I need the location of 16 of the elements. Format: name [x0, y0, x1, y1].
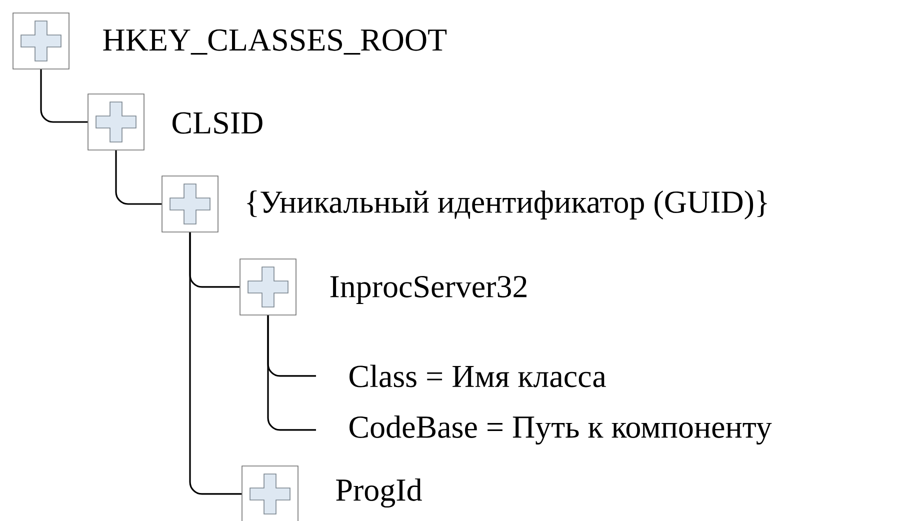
expand-button — [12, 12, 70, 70]
key-name: InprocServer32 — [330, 276, 526, 304]
key-name: ProgId — [336, 478, 422, 508]
tree-connector — [115, 150, 162, 205]
expand-button — [242, 466, 298, 521]
key-value-text: CodeBase = Путь к компоненту — [350, 415, 772, 445]
key-name: {Уникальный идентификатор (GUID)} — [247, 190, 767, 220]
key-name: HKEY_CLASSES_ROOT — [103, 29, 447, 55]
key-value-text: Class = Имя класса — [350, 364, 606, 388]
expand-button — [162, 176, 218, 232]
tree-connector — [40, 69, 88, 123]
expand-button — [240, 258, 296, 316]
key-name: CLSID — [172, 112, 262, 134]
tree-connector — [189, 232, 242, 495]
tree-connector — [267, 315, 316, 431]
expand-button — [88, 94, 144, 150]
